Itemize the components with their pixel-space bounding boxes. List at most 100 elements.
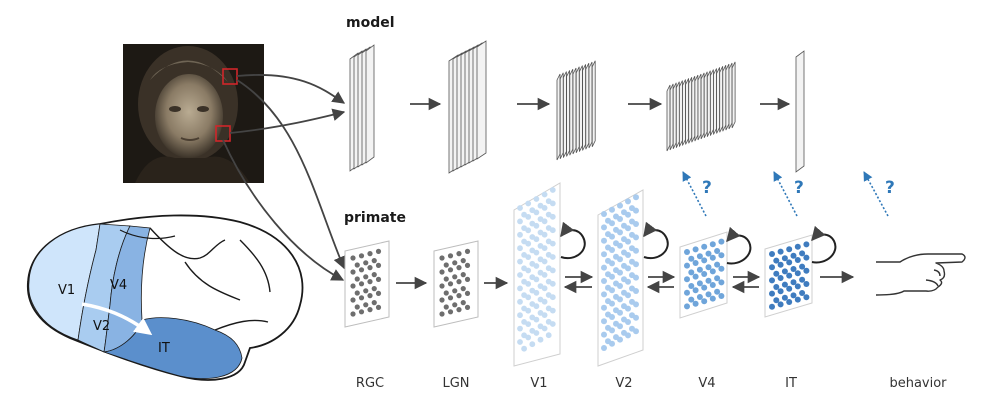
- v1-unit: [517, 325, 523, 332]
- stage-label-behavior: behavior: [889, 376, 947, 391]
- v2-unit: [617, 323, 623, 330]
- it-unit: [794, 296, 801, 303]
- it-unit: [777, 248, 784, 255]
- v2-unit: [633, 247, 639, 254]
- v2-unit: [609, 206, 615, 213]
- layer-v2: [597, 189, 644, 367]
- v4-unit: [688, 255, 695, 262]
- v1-unit: [533, 249, 540, 256]
- it-unit: [794, 283, 801, 290]
- rgc-unit: [358, 295, 365, 301]
- lgn-unit: [456, 279, 462, 285]
- primate-label: primate: [344, 210, 406, 226]
- question-mark-v4: ?: [702, 178, 712, 198]
- v1-unit: [533, 209, 540, 216]
- it-unit: [794, 243, 801, 250]
- v2-unit: [625, 211, 631, 218]
- v1-unit: [517, 298, 523, 305]
- v2-unit: [625, 265, 631, 272]
- question-mark-behavior: ?: [885, 178, 895, 198]
- layer-it: [764, 234, 813, 318]
- rgc-unit: [367, 307, 373, 313]
- rgc-unit: [363, 274, 369, 280]
- v2-unit: [617, 336, 623, 343]
- it-unit: [773, 270, 780, 277]
- v1-unit: [541, 312, 548, 318]
- v4-unit: [705, 277, 712, 284]
- rgc-unit: [375, 248, 382, 254]
- v4-unit: [684, 262, 690, 269]
- v2-unit: [601, 345, 607, 351]
- model-stack-5: [795, 50, 805, 173]
- v2-unit: [617, 229, 623, 236]
- lgn-unit: [439, 297, 445, 303]
- v4-unit: [709, 241, 716, 248]
- rgc-unit: [350, 297, 356, 303]
- lgn-unit: [452, 302, 458, 308]
- it-unit: [799, 263, 806, 270]
- v4-unit: [692, 300, 699, 307]
- v4-unit: [709, 268, 716, 275]
- v1-unit: [541, 218, 548, 225]
- v4-unit: [684, 276, 690, 283]
- v1-unit: [517, 205, 523, 211]
- model-label: model: [346, 15, 395, 31]
- v1-unit: [525, 227, 532, 234]
- v2-unit: [609, 220, 615, 227]
- v1-unit: [533, 263, 540, 269]
- lgn-unit: [460, 300, 466, 306]
- lgn-unit: [464, 262, 471, 268]
- v1-unit: [525, 240, 532, 247]
- v1-unit: [525, 294, 532, 301]
- v2-unit: [609, 247, 615, 253]
- v2-unit: [601, 264, 607, 271]
- v1-unit: [549, 213, 556, 220]
- rgc-unit: [375, 276, 382, 282]
- macaque-brain: V1 V4 V2 IT: [27, 214, 304, 381]
- rgc-unit: [371, 300, 377, 306]
- rgc-unit: [358, 309, 365, 315]
- v1-unit: [533, 222, 540, 229]
- v1-unit: [521, 345, 527, 352]
- v1-unit: [525, 321, 532, 327]
- arrow-photo-to-rgc-2: [222, 139, 345, 281]
- v1-unit: [549, 200, 556, 207]
- v2-unit: [601, 237, 607, 244]
- rgc-unit: [358, 267, 365, 273]
- v2-unit: [625, 332, 631, 339]
- it-unit: [803, 281, 810, 287]
- v2-unit: [601, 304, 607, 311]
- v4-unit: [692, 287, 699, 294]
- loop-it: [811, 225, 837, 264]
- v1-unit: [517, 312, 523, 319]
- v4-unit: [701, 271, 708, 277]
- it-unit: [777, 261, 784, 268]
- v1-unit: [533, 196, 540, 202]
- v1-unit: [517, 285, 523, 292]
- it-unit: [790, 252, 797, 259]
- v2-unit: [617, 216, 623, 222]
- it-unit: [790, 279, 797, 286]
- rgc-unit: [354, 290, 360, 296]
- it-unit: [790, 266, 797, 272]
- v1-unit: [517, 272, 523, 278]
- lgn-unit: [452, 288, 458, 294]
- v4-unit: [714, 248, 721, 254]
- v2-unit: [601, 224, 607, 231]
- v2-unit: [601, 278, 607, 284]
- rgc-unit: [350, 255, 356, 261]
- v4-unit: [718, 293, 725, 299]
- stage-label-v1: V1: [530, 376, 547, 391]
- v2-unit: [617, 242, 623, 249]
- v4-unit: [701, 243, 708, 250]
- pointing-hand-icon: [875, 253, 966, 296]
- lgn-unit: [456, 307, 462, 313]
- v1-unit: [541, 285, 548, 292]
- rgc-unit: [367, 265, 373, 271]
- v2-unit: [633, 207, 639, 214]
- v1-unit: [517, 258, 523, 265]
- lgn-unit: [460, 272, 466, 278]
- v2-unit: [609, 287, 615, 294]
- v4-unit: [718, 252, 725, 259]
- question-arrow-behavior: [863, 171, 889, 217]
